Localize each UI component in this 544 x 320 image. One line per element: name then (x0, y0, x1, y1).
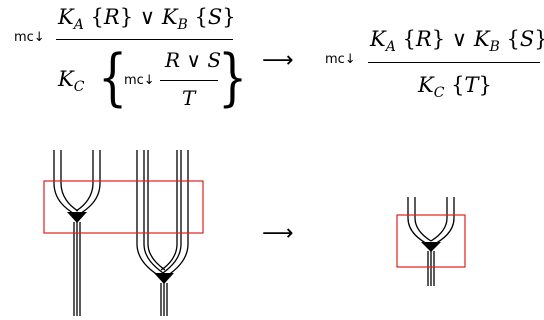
or-symbol: ∨ (451, 27, 468, 51)
big-open-brace: { (98, 40, 128, 114)
subscript-a: A (385, 39, 396, 55)
close-brace: } (222, 5, 236, 29)
inner-fraction-bar (160, 80, 218, 81)
close-brace: } (431, 27, 446, 51)
lhs-numerator: KA {R} ∨ KB {S} (58, 5, 236, 37)
mc-down-operator: mc↓ (14, 30, 45, 45)
subscript-c: C (433, 85, 445, 101)
rhs-denominator: KC {T} (418, 73, 492, 105)
open-brace: { (402, 27, 416, 51)
rewrite-arrow-bottom: ⟶ (262, 221, 294, 246)
s-symbol: S (519, 27, 535, 51)
s-symbol: S (207, 5, 223, 29)
rewrite-arrow-top: ⟶ (262, 48, 294, 73)
rhs-numerator: KA {R} ∨ KB {S} (370, 27, 544, 59)
t-symbol: T (464, 73, 479, 97)
open-brace: { (506, 27, 520, 51)
lhs-merge-node-1 (53, 150, 101, 316)
inner-denominator: T (182, 86, 196, 110)
inner-numerator: R ∨ S (165, 48, 222, 72)
k-symbol: K (418, 73, 434, 97)
subscript-b: B (489, 39, 500, 55)
inner-mc-down-operator: mc↓ (124, 73, 155, 88)
subscript-b: B (177, 17, 188, 33)
k-symbol: K (58, 5, 74, 29)
lhs-merge-node-2 (136, 150, 189, 316)
mc-down-operator: mc↓ (325, 52, 356, 67)
open-brace: { (90, 5, 104, 29)
lhs-denominator-k: KC (58, 67, 84, 99)
close-brace: } (478, 73, 492, 97)
rhs-fraction-bar (368, 62, 540, 63)
rhs-merge-node (407, 197, 455, 286)
r-symbol: R (415, 27, 432, 51)
open-brace: { (451, 73, 465, 97)
close-brace: } (534, 27, 544, 51)
k-symbol: K (161, 5, 178, 29)
lhs-highlight-box (43, 180, 204, 234)
subscript-c: C (73, 79, 85, 95)
or-symbol: ∨ (139, 5, 156, 29)
open-brace: { (194, 5, 208, 29)
big-close-brace: } (218, 40, 248, 114)
rhs-highlight-box (396, 214, 466, 268)
lhs-fraction-bar (56, 39, 233, 40)
k-symbol: K (473, 27, 490, 51)
r-symbol: R (103, 5, 120, 29)
k-symbol: K (58, 67, 74, 91)
subscript-a: A (73, 17, 84, 33)
close-brace: } (119, 5, 134, 29)
k-symbol: K (370, 27, 386, 51)
